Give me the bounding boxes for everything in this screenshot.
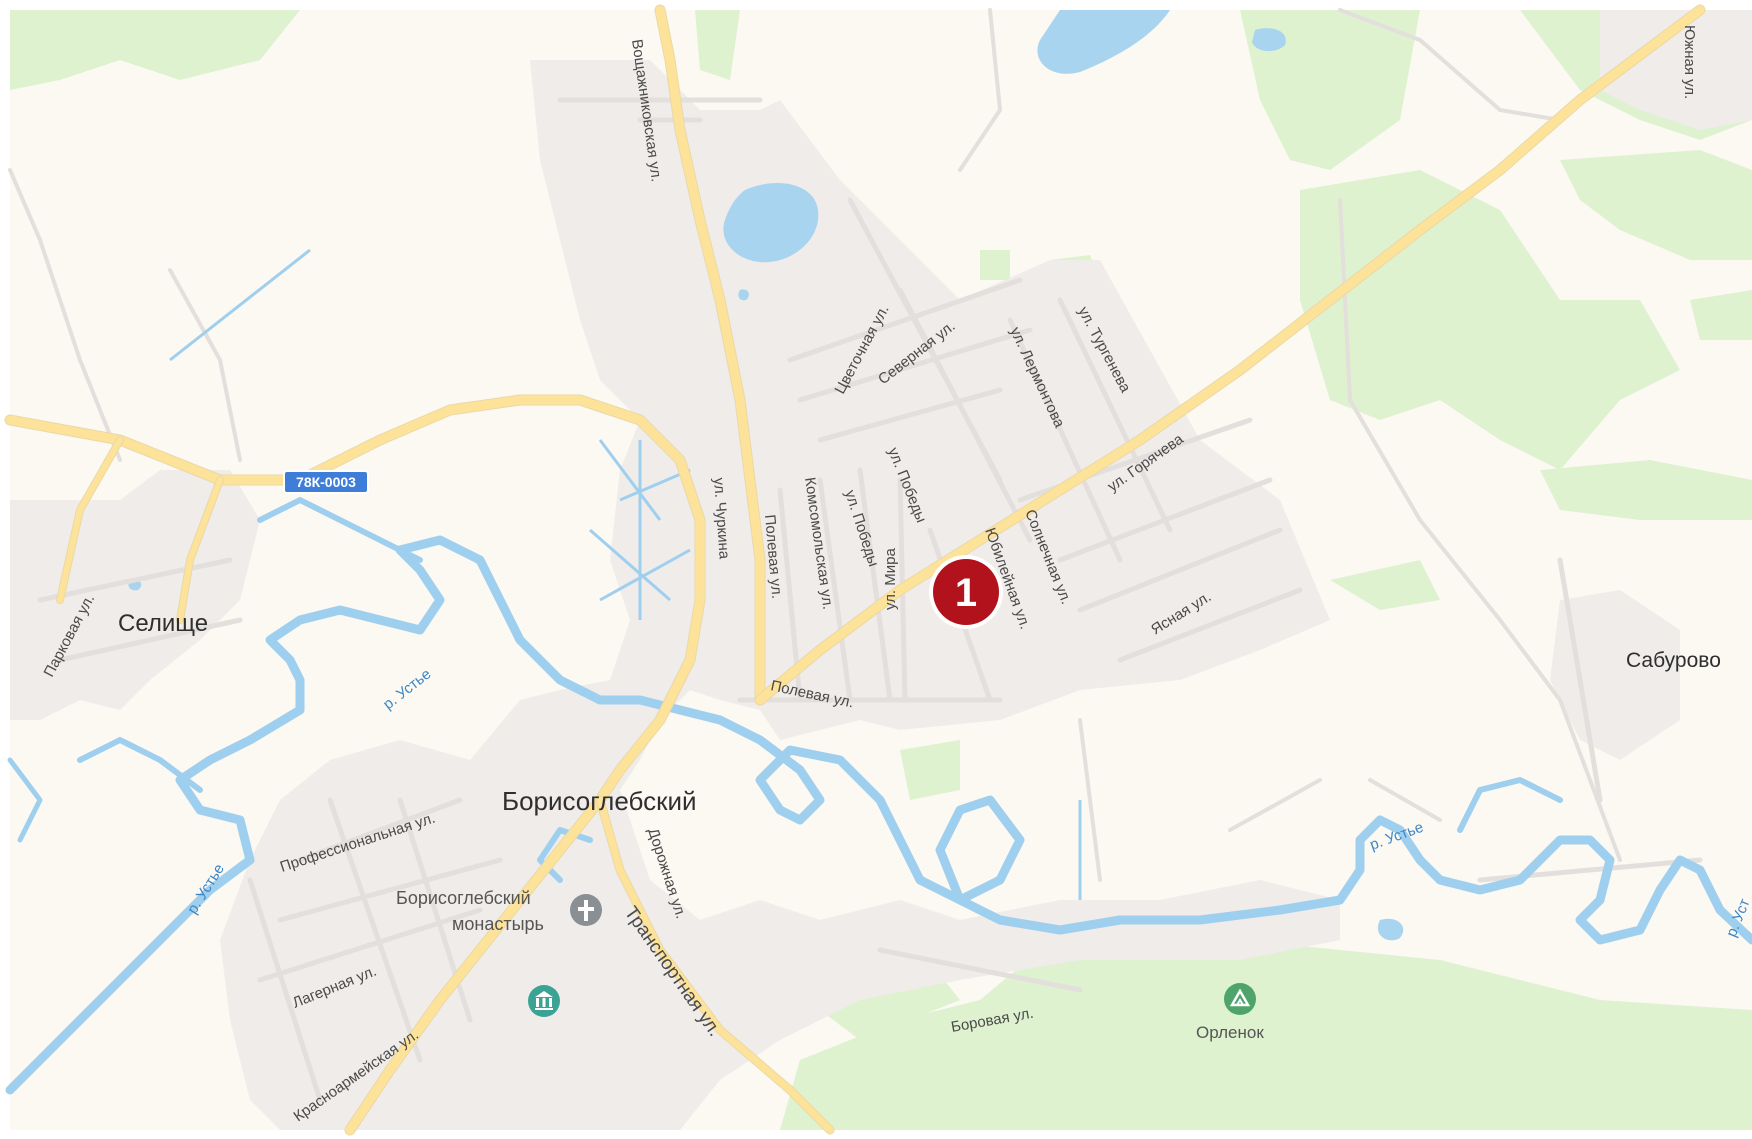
street-label: Южная ул. [1681,25,1698,99]
place-label-borisoglebsky: Борисоглебский [502,786,697,816]
minor-streets [8,8,1703,1103]
cross-icon[interactable] [570,894,602,926]
road-shield-78k0003: 78К-0003 [283,470,369,494]
poi-label-monastery: Борисоглебский [396,888,531,908]
river-ustye [5,497,1752,1095]
camp-icon[interactable] [1224,983,1256,1015]
map-marker-1[interactable]: 1 [929,555,1003,629]
poi-label-monastery-2: монастырь [452,914,544,934]
place-labels: Селище Борисоглебский Сабурово Борисогле… [118,610,1721,1042]
poi-label-orlenok: Орленок [1196,1023,1264,1042]
museum-icon[interactable] [528,985,560,1017]
drainage-channels [169,248,1082,900]
place-label-selishche: Селище [118,610,208,637]
place-label-saburovo: Сабурово [1626,649,1721,672]
road-shield-label: 78К-0003 [296,474,356,490]
street-label: ул. Чуркина [710,477,733,560]
map-marker-label: 1 [955,571,977,615]
forest-areas [10,10,1752,1130]
lakes [128,10,1404,941]
major-roads [4,4,1706,1136]
street-label: ул. Мира [882,548,899,610]
